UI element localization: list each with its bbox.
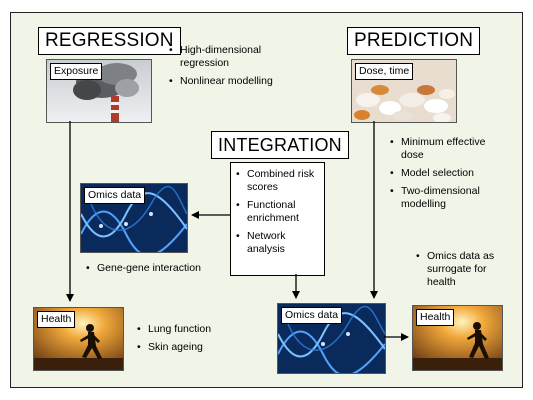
integration-bullet: Functional enrichment	[236, 199, 322, 225]
exposure-label: Exposure	[50, 63, 103, 80]
prediction-bullet: Model selection	[390, 167, 510, 180]
omics-bottom-label: Omics data	[281, 307, 343, 324]
health-bullet: Skin ageing	[137, 341, 247, 354]
health-bullets: Lung function Skin ageing	[137, 323, 247, 359]
pills-icon	[352, 60, 456, 122]
integration-bullet: Network analysis	[236, 230, 322, 256]
prediction-bullet: Minimum effective dose	[390, 136, 510, 162]
surrogate-bullets: Omics data as surrogate for health	[416, 250, 506, 294]
factory-smoke-icon	[47, 60, 151, 122]
health-left-label: Health	[37, 311, 76, 328]
dose-time-image: Dose, time	[351, 59, 457, 123]
health-left-image: Health	[33, 307, 124, 371]
prediction-bullets: Minimum effective dose Model selection T…	[390, 136, 510, 216]
regression-title: REGRESSION	[38, 27, 181, 55]
exposure-image: Exposure	[46, 59, 152, 123]
omics-left-image: Omics data	[80, 183, 188, 253]
gene-bullet: Gene-gene interaction	[86, 262, 236, 275]
integration-bullets: Combined risk scores Functional enrichme…	[236, 168, 322, 261]
integration-panel: Combined risk scores Functional enrichme…	[230, 162, 325, 276]
gene-bullets: Gene-gene interaction	[86, 262, 236, 280]
surrogate-bullet: Omics data as surrogate for health	[416, 250, 506, 289]
regression-bullet: Nonlinear modelling	[169, 75, 289, 88]
omics-left-label: Omics data	[84, 187, 146, 204]
integration-bullet: Combined risk scores	[236, 168, 322, 194]
health-bullet: Lung function	[137, 323, 247, 336]
regression-bullets: High-dimensional regression Nonlinear mo…	[169, 44, 289, 93]
regression-bullet: High-dimensional regression	[169, 44, 289, 70]
integration-title: INTEGRATION	[211, 131, 349, 159]
runner-sunset-icon	[413, 306, 502, 370]
prediction-bullet: Two-dimensional modelling	[390, 185, 510, 211]
omics-bottom-image: Omics data	[277, 303, 386, 374]
health-right-image: Health	[412, 305, 503, 371]
dose-time-label: Dose, time	[355, 63, 414, 80]
health-right-label: Health	[416, 309, 455, 326]
prediction-title: PREDICTION	[347, 27, 481, 55]
